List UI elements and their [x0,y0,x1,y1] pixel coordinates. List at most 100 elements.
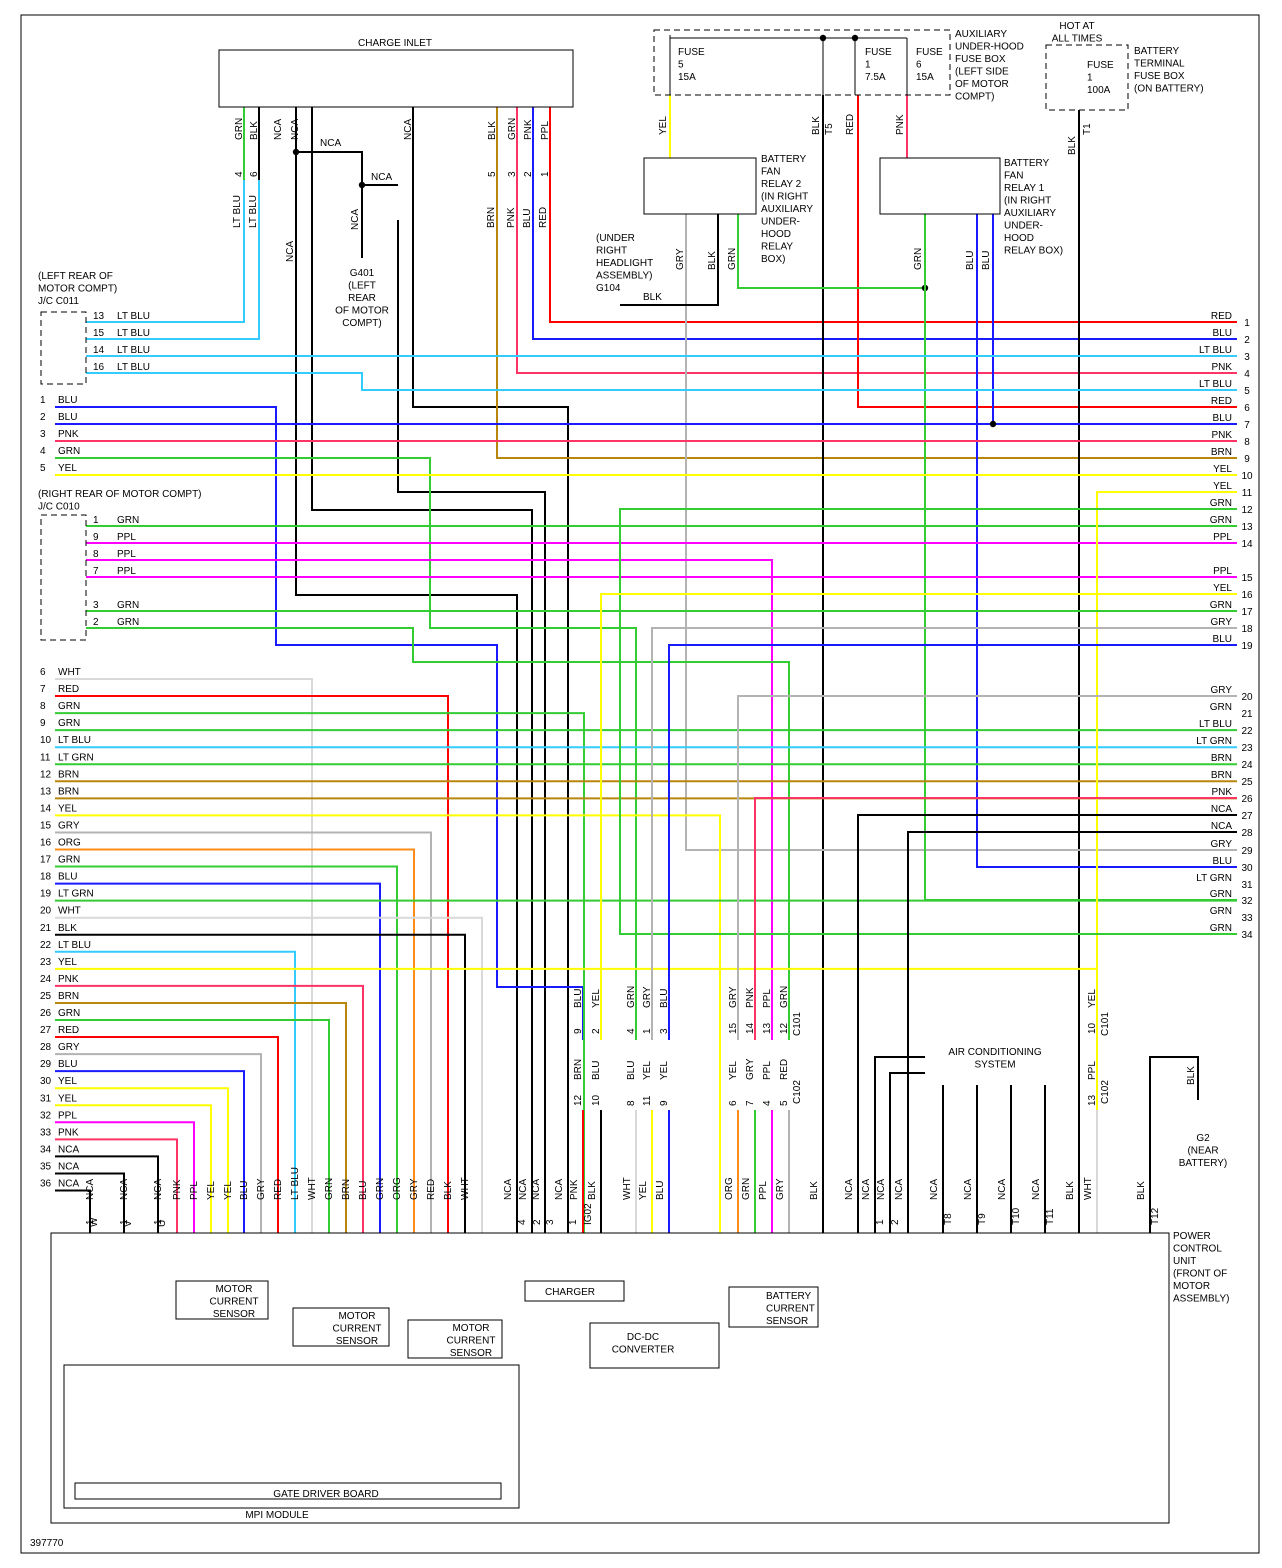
right-pin: 17 [1241,607,1253,618]
battery-fan-relay-2-label: RELAY 2 [761,179,802,190]
left-pin: 24 [40,974,52,985]
right-pin: 6 [1244,403,1250,414]
pcu-wire-label: WHT [1083,1177,1094,1200]
c101-wire-label: GRN [626,986,637,1008]
right-pin: 31 [1241,880,1253,891]
wire [86,372,1237,391]
pcu-wire-label: GRN [324,1178,335,1200]
right-pin: 2 [1244,335,1250,346]
c101-wire-label: YEL [591,989,602,1008]
wire [55,1121,195,1233]
fuse-6-label: 15A [916,72,934,83]
g401-label: COMPT) [342,318,381,329]
c101-pin: 1 [642,1028,653,1034]
pcu-pin: 2 [532,1219,543,1225]
wire-label: BLK [811,116,822,135]
dcdc-label: CONVERTER [612,1345,675,1356]
charge-inlet-wire-label: BLK [487,121,498,140]
c102-wire-label: BLU [591,1061,602,1080]
pcu-wire-label: WHT [622,1177,633,1200]
left-pin: 35 [40,1161,52,1172]
pcu-wire-label: BRN [341,1179,352,1200]
c101-wire-label: BLU [659,989,670,1008]
jc-c011-wire-label: LT BLU [117,311,150,322]
left-pin: 9 [40,718,46,729]
motor-current-sensor-label: CURRENT [447,1336,496,1347]
wire [874,1056,925,1233]
fuse-1-label: 7.5A [865,72,886,83]
pcu-wire-label: YEL [638,1181,649,1200]
wire [55,1001,347,1233]
battery-fan-relay-1-label: UNDER- [1004,221,1043,232]
wire [496,107,1237,459]
fuse-1-label: 1 [865,60,871,71]
aux-fuse-box-label: AUXILIARY [955,29,1007,40]
jc-c010-pin: 3 [93,600,99,611]
wire-label: NCA [320,138,341,149]
c101-pin: 10 [1087,1022,1098,1034]
g104-label: G104 [596,283,621,294]
jc-c010-pin: 1 [93,515,99,526]
pcu-wire-label: NCA [503,1179,514,1200]
pcu-wire-label: GRY [256,1178,267,1200]
wire-label: BRN [486,207,497,228]
right-wire-label: GRY [1211,839,1233,850]
fuse-5-label: FUSE [678,47,705,58]
wire-label: NCA [285,241,296,262]
c102-pin: 5 [779,1100,790,1106]
fuse-5-label: 5 [678,60,684,71]
wire [55,406,584,1040]
c102-pin: 11 [642,1095,653,1106]
charge-inlet-pin: 1 [540,171,551,177]
g104-label: (UNDER [596,233,635,244]
charge-inlet-wire-label: PPL [540,121,551,140]
jc-c010-pin: 7 [93,566,99,577]
left-wire-label: GRY [58,1042,80,1053]
pcu-terminal: W [89,1217,100,1227]
wire [55,848,415,1233]
left-pin: 13 [40,786,52,797]
pcu-terminal: U [157,1220,168,1227]
left-wire-label: BLU [58,872,77,883]
pcu-wire-label: LT BLU [290,1167,301,1200]
left-wire-label: BLU [58,395,77,406]
wire [55,678,313,1233]
g2-label: BATTERY) [1179,1158,1228,1169]
pcu-wire-label: PPL [758,1181,769,1200]
left-wire-label: BRN [58,769,79,780]
pcu-pin: T12 [1150,1207,1161,1225]
aux-fuse-box-label: COMPT) [955,92,994,103]
pcu-wire-label: WHT [460,1177,471,1200]
diagram-frame [20,14,1260,1554]
pcu-wire-label: NCA [119,1179,130,1200]
battery-fan-relay-2-label: RELAY [761,242,793,253]
right-wire-label: PNK [1211,362,1232,373]
wire [907,831,1237,1233]
pcu-pin: IG02 [583,1203,594,1225]
right-wire-label: RED [1211,396,1232,407]
wire-label: YEL [658,116,669,135]
doc-number: 397770 [30,1538,64,1549]
c102-label: C102 [1100,1080,1111,1104]
right-wire-label: GRN [1210,702,1232,713]
c101-wire-label: GRY [642,986,653,1008]
pcu-wire-label: BLU [358,1181,369,1200]
right-pin: 1 [1244,318,1250,329]
pcu-wire-label: PNK [569,1179,580,1200]
left-wire-label: PNK [58,974,79,985]
dcdc-converter-box [589,1322,720,1369]
charge-inlet-pin: 4 [234,171,245,177]
wire-label: BLU [981,251,992,270]
right-wire-label: NCA [1211,804,1232,815]
pcu-pin: 1 [568,1219,579,1225]
wire [889,1072,925,1233]
charger-box [524,1280,625,1302]
jc-c011-label: J/C C011 [38,296,79,307]
right-pin: 3 [1244,352,1250,363]
pcu-wire-label: YEL [206,1181,217,1200]
motor-current-sensor-label: SENSOR [336,1336,378,1347]
left-wire-label: LT BLU [58,735,91,746]
right-pin: 8 [1244,437,1250,448]
wire [55,1019,330,1233]
pcu-wire-label: BLK [809,1181,820,1200]
